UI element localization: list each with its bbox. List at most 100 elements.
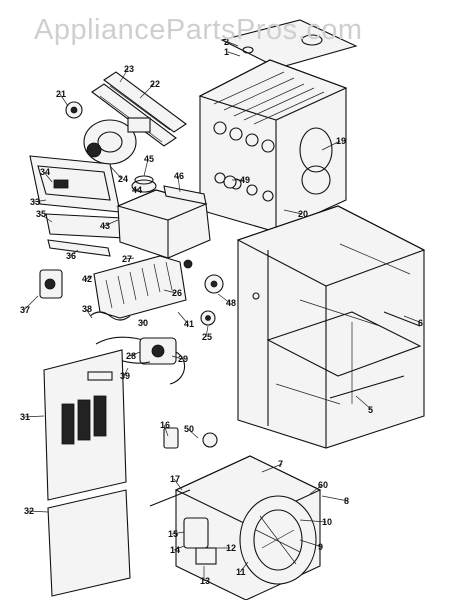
part-label-60: 60: [318, 480, 328, 490]
part-label-44: 44: [132, 185, 142, 195]
leader-line-48: [217, 293, 231, 304]
burner-assembly: [93, 255, 193, 319]
door-panels: [43, 349, 131, 597]
part-label-2: 2: [224, 37, 229, 47]
part-label-36: 36: [66, 251, 76, 261]
part-label-1: 1: [224, 47, 229, 57]
part-label-22: 22: [150, 79, 160, 89]
leader-line-9: [299, 539, 323, 548]
leader-line-32: [27, 510, 49, 513]
watermark: AppliancePartsPros.com: [34, 14, 363, 46]
part-label-28: 28: [126, 351, 136, 361]
leader-line-34: [43, 171, 53, 183]
gas-valve-and-ignitor: [39, 269, 186, 385]
leader-line-33: [33, 199, 47, 203]
leader-line-24: [109, 165, 123, 180]
part-label-24: 24: [118, 174, 128, 184]
leader-line-6: [403, 315, 423, 324]
part-label-25: 25: [202, 332, 212, 342]
part-label-41: 41: [184, 319, 194, 329]
pressure-switch: [65, 101, 83, 119]
leader-line-5: [355, 395, 373, 411]
leader-line-60: [309, 484, 323, 495]
heat-exchanger: [198, 59, 348, 233]
leader-line-43: [103, 219, 119, 227]
top-plate: [220, 19, 358, 69]
part-label-14: 14: [170, 545, 180, 555]
leader-line-50: [187, 428, 199, 439]
leader-line-8: [321, 495, 349, 502]
part-label-43: 43: [100, 221, 110, 231]
leader-line-17: [173, 478, 183, 491]
leader-line-42: [85, 275, 93, 280]
inducer-blower: [83, 117, 151, 165]
part-label-32: 32: [24, 506, 34, 516]
leader-line-44: [135, 187, 141, 191]
part-label-10: 10: [322, 517, 332, 527]
part-label-50: 50: [184, 424, 194, 434]
leader-line-27: [125, 257, 135, 260]
leader-line-22: [139, 83, 155, 99]
leader-line-14: [173, 545, 185, 551]
leader-line-10: [299, 519, 327, 523]
part-label-35: 35: [36, 209, 46, 219]
part-label-46: 46: [174, 171, 184, 181]
part-label-27: 27: [122, 254, 132, 264]
leader-line-1: [227, 51, 241, 57]
leader-line-38: [85, 308, 93, 319]
part-label-19: 19: [336, 136, 346, 146]
leader-line-29: [171, 355, 183, 360]
leader-line-7: [261, 463, 283, 473]
leader-line-28: [129, 351, 141, 357]
part-label-8: 8: [344, 496, 349, 506]
part-label-17: 17: [170, 474, 180, 484]
leader-line-41: [177, 311, 189, 325]
collector-plates: [91, 71, 187, 147]
part-label-48: 48: [226, 298, 236, 308]
leader-line-30: [141, 319, 147, 324]
leader-line-20: [283, 209, 303, 215]
part-label-45: 45: [144, 154, 154, 164]
part-label-7: 7: [278, 459, 283, 469]
part-label-49: 49: [240, 175, 250, 185]
part-number-labels: 1256789101112131415161719202122232425262…: [20, 37, 423, 586]
part-label-20: 20: [298, 209, 308, 219]
leader-line-21: [59, 93, 69, 107]
part-label-42: 42: [82, 274, 92, 284]
part-label-33: 33: [30, 197, 40, 207]
part-label-11: 11: [236, 567, 246, 577]
part-label-5: 5: [368, 405, 373, 415]
part-label-23: 23: [124, 64, 134, 74]
part-label-30: 30: [138, 318, 148, 328]
part-label-39: 39: [120, 371, 130, 381]
part-label-26: 26: [172, 288, 182, 298]
leader-line-39: [123, 367, 129, 377]
leader-line-45: [143, 158, 149, 177]
part-label-38: 38: [82, 304, 92, 314]
leader-line-31: [23, 415, 45, 418]
part-label-13: 13: [200, 576, 210, 586]
leader-line-11: [239, 561, 249, 573]
cabinet: [236, 205, 426, 449]
part-label-12: 12: [226, 543, 236, 553]
leader-line-37: [23, 295, 39, 311]
part-label-15: 15: [168, 529, 178, 539]
leader-line-36: [69, 249, 79, 257]
leader-line-15: [171, 531, 185, 535]
part-label-16: 16: [160, 420, 170, 430]
leader-line-46: [177, 175, 181, 193]
leader-line-23: [119, 68, 129, 83]
blower-assembly: [149, 427, 322, 601]
part-label-21: 21: [56, 89, 66, 99]
leader-line-2: [227, 41, 239, 47]
leader-line-26: [163, 289, 177, 294]
part-label-6: 6: [418, 318, 423, 328]
leader-line-25: [205, 325, 209, 338]
part-label-31: 31: [20, 412, 30, 422]
leader-line-16: [163, 424, 169, 437]
leader-line-35: [39, 213, 53, 223]
part-label-34: 34: [40, 167, 50, 177]
limit-switches: [200, 175, 237, 326]
